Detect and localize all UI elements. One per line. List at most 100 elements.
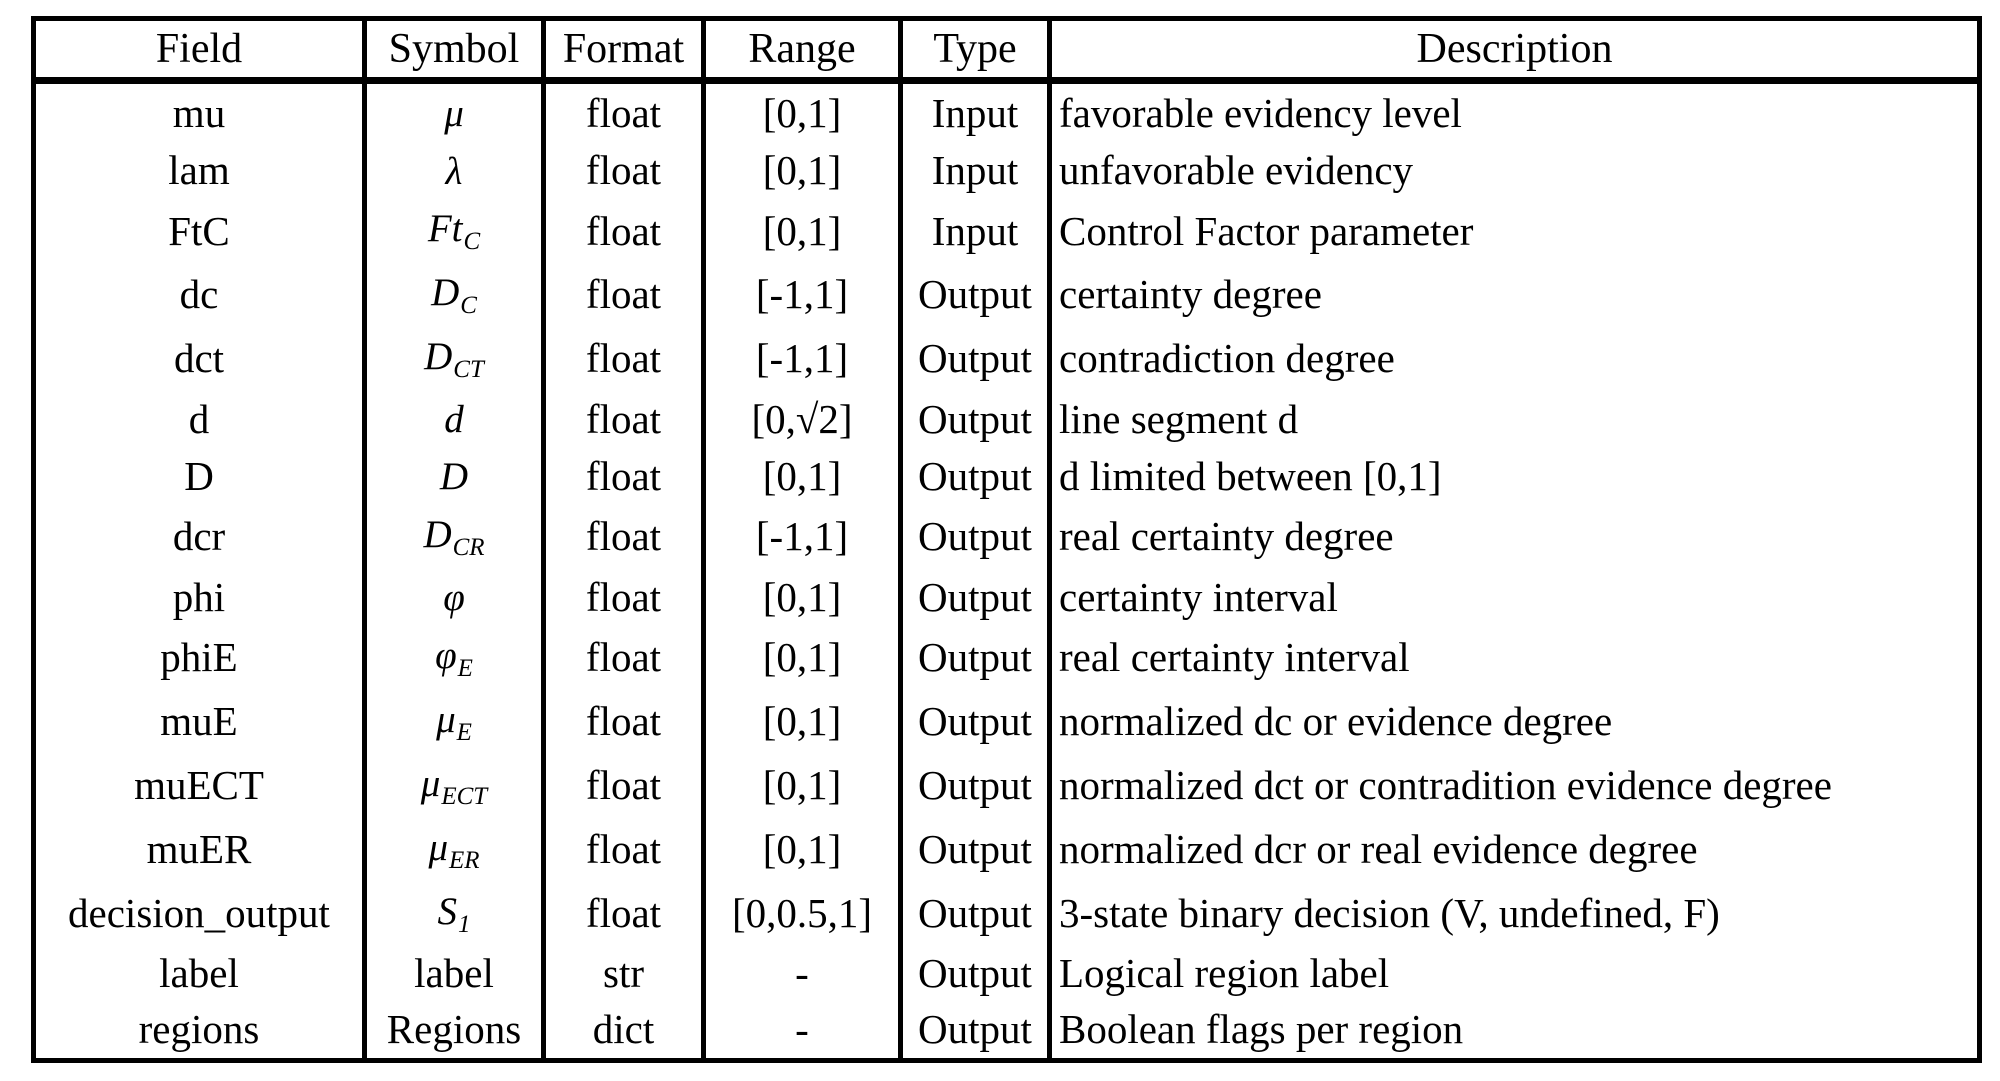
cell-type: Output xyxy=(898,390,1052,448)
cell-description: Boolean flags per region xyxy=(1047,1001,1982,1061)
cell-type: Input xyxy=(898,142,1052,200)
cell-field: phi xyxy=(31,568,367,626)
cell-range: [0,0.5,1] xyxy=(701,881,903,946)
cell-type: Output xyxy=(898,753,1052,818)
cell-description: normalized dc or evidence degree xyxy=(1047,689,1982,754)
cell-range: [0,1] xyxy=(701,753,903,818)
column-header-description: Description xyxy=(1047,18,1982,84)
table-row: dct DCT float [-1,1] Output contradictio… xyxy=(31,326,1982,391)
symbol-subscript: E xyxy=(457,655,473,683)
symbol-base: D xyxy=(424,335,453,379)
cell-symbol: DC xyxy=(362,263,546,327)
symbol-subscript: C xyxy=(463,228,481,256)
symbol-subscript: E xyxy=(456,719,472,747)
cell-range: [0,1] xyxy=(701,817,903,882)
cell-range: - xyxy=(701,1001,903,1061)
symbol-subscript: 1 xyxy=(458,910,471,938)
cell-format: float xyxy=(541,326,706,391)
cell-description: Control Factor parameter xyxy=(1047,199,1982,263)
cell-range: [0,1] xyxy=(701,689,903,754)
symbol-base: μ xyxy=(420,761,441,805)
cell-symbol: φ xyxy=(362,568,546,626)
cell-type: Output xyxy=(898,689,1052,754)
cell-type: Output xyxy=(898,881,1052,946)
cell-symbol: S1 xyxy=(362,881,546,946)
cell-format: float xyxy=(541,142,706,200)
table-row: mu μ float [0,1] Input favorable evidenc… xyxy=(31,80,1982,143)
symbol-subscript: ER xyxy=(449,846,480,874)
cell-description: Logical region label xyxy=(1047,945,1982,1002)
table-row: muER μER float [0,1] Output normalized d… xyxy=(31,817,1982,882)
cell-description: contradiction degree xyxy=(1047,326,1982,391)
cell-format: float xyxy=(541,753,706,818)
cell-field: label xyxy=(31,945,367,1002)
cell-type: Output xyxy=(898,447,1052,505)
cell-field: muECT xyxy=(31,753,367,818)
cell-field: lam xyxy=(31,142,367,200)
symbol-base: λ xyxy=(445,149,463,193)
column-header-field: Field xyxy=(31,18,367,84)
cell-format: float xyxy=(541,390,706,448)
cell-description: real certainty interval xyxy=(1047,625,1982,690)
cell-field: regions xyxy=(31,1001,367,1061)
table-row: muE μE float [0,1] Output normalized dc … xyxy=(31,689,1982,754)
cell-type: Output xyxy=(898,1001,1052,1061)
cell-symbol: D xyxy=(362,447,546,505)
table-body: mu μ float [0,1] Input favorable evidenc… xyxy=(31,80,1982,1061)
symbol-base: D xyxy=(439,455,469,499)
cell-type: Output xyxy=(898,945,1052,1002)
cell-field: mu xyxy=(31,80,367,143)
symbol-subscript: CT xyxy=(453,356,484,384)
cell-description: normalized dcr or real evidence degree xyxy=(1047,817,1982,882)
cell-range: [0,1] xyxy=(701,625,903,690)
table-row: FtC FtC float [0,1] Input Control Factor… xyxy=(31,199,1982,263)
symbol-base: D xyxy=(431,271,460,315)
symbol-base: μ xyxy=(436,698,456,742)
table-row: phi φ float [0,1] Output certainty inter… xyxy=(31,568,1982,626)
symbol-base: φ xyxy=(443,576,465,620)
cell-range: [-1,1] xyxy=(701,504,903,569)
cell-description: favorable evidency level xyxy=(1047,80,1982,143)
cell-range: [0,1] xyxy=(701,447,903,505)
cell-description: d limited between [0,1] xyxy=(1047,447,1982,505)
cell-field: dct xyxy=(31,326,367,391)
cell-field: FtC xyxy=(31,199,367,263)
cell-format: dict xyxy=(541,1001,706,1061)
symbol-base: S xyxy=(437,889,458,933)
cell-range: - xyxy=(701,945,903,1002)
cell-field: dc xyxy=(31,263,367,327)
cell-type: Output xyxy=(898,504,1052,569)
cell-field: dcr xyxy=(31,504,367,569)
cell-description: certainty degree xyxy=(1047,263,1982,327)
symbol-base: φ xyxy=(435,634,457,678)
column-header-format: Format xyxy=(541,18,706,84)
cell-range: [0,1] xyxy=(701,80,903,143)
table-row: lam λ float [0,1] Input unfavorable evid… xyxy=(31,142,1982,200)
cell-range: [0,1] xyxy=(701,199,903,263)
cell-range: [0,1] xyxy=(701,568,903,626)
cell-format: float xyxy=(541,80,706,143)
table-row: d d float [0,√2] Output line segment d xyxy=(31,390,1982,448)
cell-range: [-1,1] xyxy=(701,326,903,391)
symbol-base: μ xyxy=(444,92,464,136)
cell-description: 3-state binary decision (V, undefined, F… xyxy=(1047,881,1982,946)
symbol-base: D xyxy=(423,513,452,557)
cell-symbol: DCR xyxy=(362,504,546,569)
cell-format: float xyxy=(541,199,706,263)
symbol-subscript: C xyxy=(460,292,477,320)
cell-symbol: μER xyxy=(362,817,546,882)
table-row: dc DC float [-1,1] Output certainty degr… xyxy=(31,263,1982,327)
table-row: decision_output S1 float [0,0.5,1] Outpu… xyxy=(31,881,1982,946)
symbol-base: Regions xyxy=(386,1006,522,1053)
table-row: regions Regions dict - Output Boolean fl… xyxy=(31,1001,1982,1061)
cell-symbol: DCT xyxy=(362,326,546,391)
cell-format: float xyxy=(541,817,706,882)
table-row: phiE φE float [0,1] Output real certaint… xyxy=(31,625,1982,690)
table-row: D D float [0,1] Output d limited between… xyxy=(31,447,1982,505)
table-row: muECT μECT float [0,1] Output normalized… xyxy=(31,753,1982,818)
cell-type: Output xyxy=(898,263,1052,327)
symbol-base: label xyxy=(414,949,494,996)
